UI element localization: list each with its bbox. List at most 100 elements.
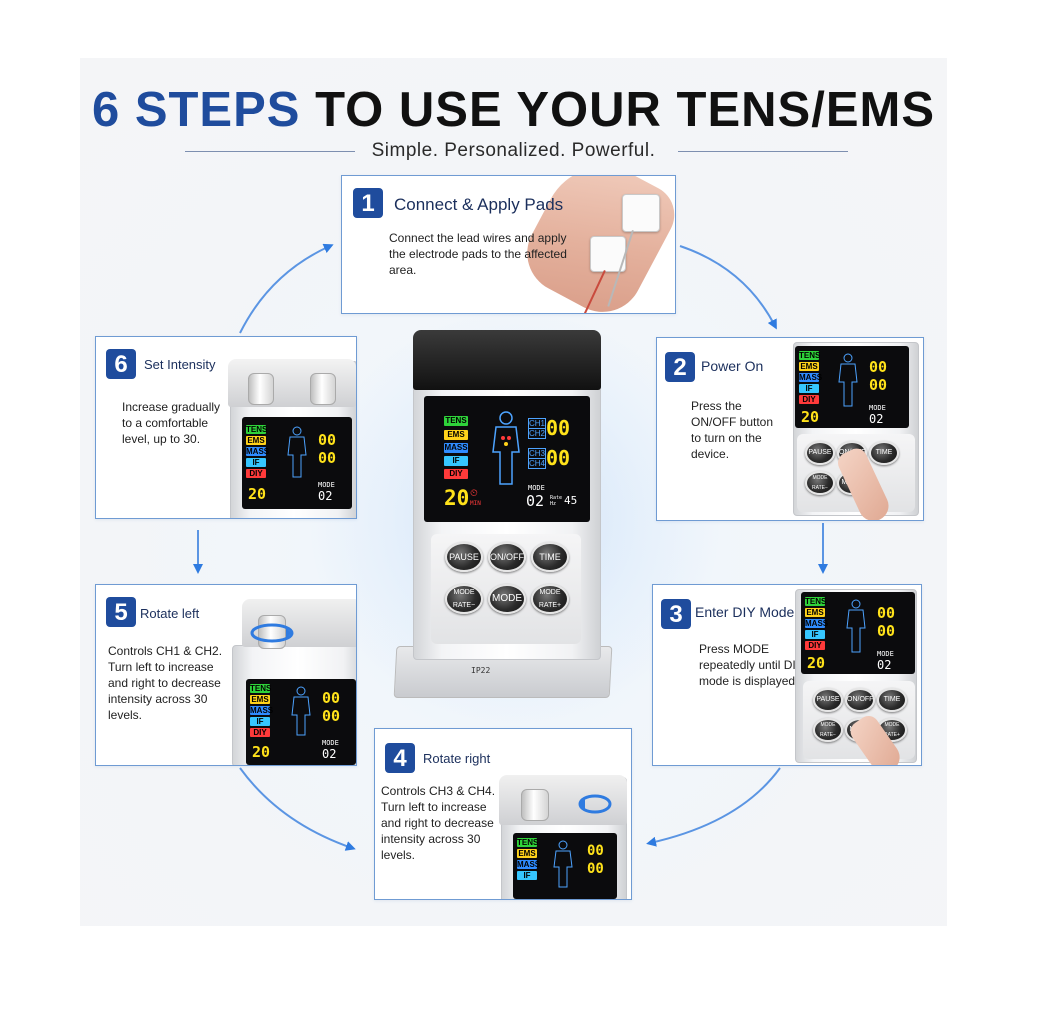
step-title: Power On [701,358,764,374]
pause-button[interactable]: PAUSE [805,441,835,465]
mode-tag-tens: TENS [250,684,272,693]
device-screen: TENS EMS MASS IF DIY 00 00 20 MODE 02 [801,592,915,674]
mode-label: MODE [528,484,545,492]
timer-value: 20 [807,654,826,672]
human-body-icon [492,411,520,485]
timer-value: 20 [252,743,271,761]
mode-tag-diy: DIY [250,728,270,737]
step-card-6: 6 Set Intensity Increase gradually to a … [95,336,357,519]
rotary-knob[interactable] [248,373,274,405]
on-off-button[interactable]: ON/OFF [488,542,526,572]
mode-tag-if: IF [805,630,825,639]
page-title: 6 STEPS TO USE YOUR TENS/EMS [80,82,947,138]
mode-tag-tens: TENS [246,425,268,434]
mode-value: 02 [877,658,892,672]
time-button[interactable]: TIME [869,441,899,465]
pause-button[interactable]: PAUSE [813,688,843,712]
mode-label: MODE [322,739,339,747]
channel-value: 00 [318,431,337,449]
step-title: Connect & Apply Pads [394,195,564,214]
mode-tag-if: IF [246,458,266,467]
mode-tag-diy: DIY [805,641,825,650]
rotary-knob[interactable] [521,789,549,821]
mode-label: MODE [869,404,886,412]
mode-tag-mass: MASS [246,447,270,456]
pause-button[interactable]: PAUSE [445,542,483,572]
step-number-badge: 6 [106,349,136,379]
arrow-icon [239,243,334,334]
electrode-pad [622,194,660,232]
step-card-4: 4 Rotate right Controls CH3 & CH4. Turn … [374,728,632,900]
on-off-button[interactable]: ON/OFF [845,688,875,712]
rate-value: 45 [564,494,578,507]
mode-value: 02 [318,489,333,503]
device-top-cover [413,330,601,390]
mode-tag-mass: MASS [517,860,541,869]
mode-tag-if: IF [517,871,537,880]
subtitle-rule-right [678,151,848,152]
step-number-badge: 5 [106,597,136,627]
step-title: Rotate left [140,606,200,621]
rate-plus-button[interactable]: MODE RATE+ [531,584,569,614]
channel-value: 00 [322,689,341,707]
arrow-icon [679,245,777,330]
mode-tag-if: IF [444,456,468,466]
arrow-icon [646,767,781,847]
channel-value: 00 [587,843,604,859]
step-description: Controls CH1 & CH2. Turn left to increas… [108,644,223,722]
mode-tag-tens: TENS [517,838,539,847]
step-card-3: 3 Enter DIY Mode Press MODE repeatedly u… [652,584,922,766]
rate-minus-button[interactable]: MODE RATE− [445,584,483,614]
channel-value: 00 [587,861,604,877]
mode-value: 02 [526,492,545,510]
channel-value: 00 [318,449,337,467]
step-title: Set Intensity [144,357,216,372]
mode-label: MODE [877,650,894,658]
rate-minus-button[interactable]: MODE RATE− [805,471,835,495]
timer-value: 20 [801,408,820,426]
step-description: Press MODE repeatedly until DIY mode is … [699,642,804,688]
device-screen: TENS EMS MASS IF DIY CH1 CH2 00 CH3 CH4 … [424,396,590,522]
arrow-icon [239,767,356,851]
human-body-icon [287,426,307,478]
flow-arrows [193,243,828,851]
rotary-knob[interactable] [258,615,286,649]
mode-tag-tens: TENS [799,351,821,360]
mode-tag-ems: EMS [250,695,270,704]
device-screen: TENS EMS MASS IF DIY 00 00 20 MODE 02 [246,679,356,765]
channel-value: 00 [322,707,341,725]
mode-button[interactable]: MODE [488,584,526,614]
rotary-knob[interactable] [310,373,336,405]
time-button[interactable]: TIME [877,688,907,712]
step-description: Connect the lead wires and apply the ele… [389,231,567,277]
step-number-badge: 2 [665,352,695,382]
title-rest: TO USE YOUR TENS/EMS [315,83,936,137]
mode-tag-mass: MASS [805,619,829,628]
channel-value: 00 [869,376,888,394]
step-number-badge: 3 [661,599,691,629]
rate-minus-button[interactable]: MODE RATE− [813,718,843,742]
mode-tag-mass: MASS [444,443,468,453]
human-body-icon [838,353,858,407]
mode-tag-mass: MASS [799,373,823,382]
mode-tag-tens: TENS [805,597,827,606]
mode-tag-diy: DIY [444,469,468,479]
rotate-arrows-icon [578,794,612,814]
time-button[interactable]: TIME [531,542,569,572]
infographic-panel: 6 STEPS TO USE YOUR TENS/EMS Simple. Per… [80,58,947,926]
mode-tag-ems: EMS [799,362,819,371]
mode-tag-diy: DIY [799,395,819,404]
mode-tag-mass: MASS [250,706,274,715]
channel-value: 00 [546,416,571,440]
human-body-icon [553,840,573,888]
step-title: Enter DIY Mode [695,604,795,620]
step-number-badge: 1 [353,188,383,218]
mode-tag-ems: EMS [246,436,266,445]
subtitle: Simple. Personalized. Powerful. [371,140,656,161]
center-device: IP22 TENS EMS MASS IF DIY CH1 CH2 00 CH3… [393,328,633,702]
device-screen: TENS EMS MASS IF 00 00 [513,833,617,899]
timer-unit: MIN [470,500,481,507]
mode-value: 02 [322,747,337,761]
human-body-icon [291,686,311,736]
channel-value: 00 [869,358,888,376]
